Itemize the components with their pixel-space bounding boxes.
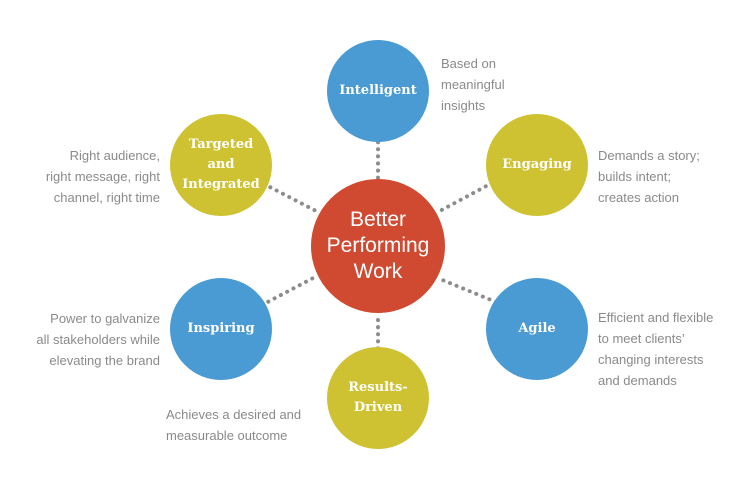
connector-agile (438, 277, 498, 304)
node-engaging: Engaging (486, 114, 588, 216)
connector-targeted-integrated (262, 182, 320, 214)
center-label: Better Performing Work (326, 208, 430, 283)
description-results-driven: Achieves a desired and measurable outcom… (166, 407, 302, 443)
node-label: Targeted and Integrated (182, 137, 260, 192)
node-targeted-integrated: Targeted and Integrated (170, 114, 272, 216)
node-label: Agile (518, 321, 556, 336)
center-node: Better Performing Work (311, 179, 445, 313)
node-label: Inspiring (187, 321, 255, 336)
description-targeted-integrated: Right audience, right message, right cha… (45, 148, 160, 205)
connector-inspiring (260, 274, 319, 307)
description-engaging: Demands a story; builds intent; creates … (598, 148, 700, 205)
node-label: Intelligent (339, 83, 417, 98)
description-inspiring: Power to galvanize all stakeholders whil… (36, 311, 160, 368)
node-agile: Agile (486, 278, 588, 380)
node-intelligent: Intelligent (327, 40, 429, 142)
node-label: Results- Driven (348, 380, 408, 415)
description-intelligent: Based on meaningful insights (441, 56, 505, 113)
description-agile: Efficient and flexible to meet clients’ … (598, 310, 714, 388)
node-label: Engaging (502, 157, 572, 172)
node-results-driven: Results- Driven (327, 347, 429, 449)
node-inspiring: Inspiring (170, 278, 272, 380)
connector-engaging (436, 181, 494, 214)
